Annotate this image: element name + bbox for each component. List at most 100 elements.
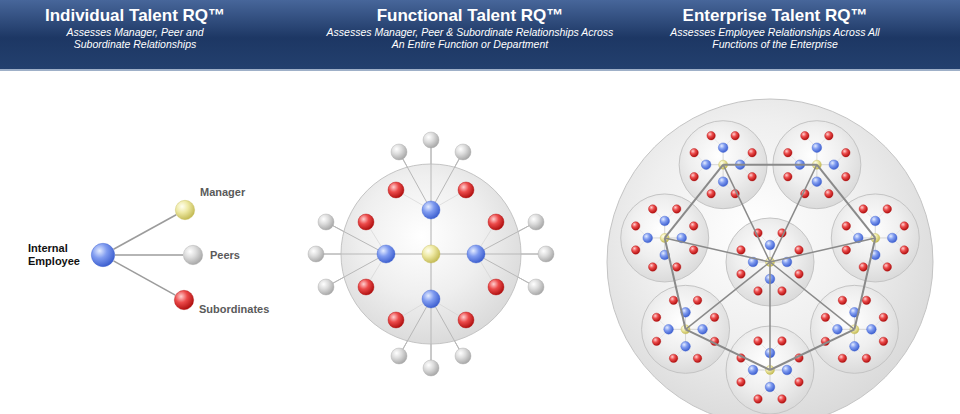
link-line [686, 329, 770, 370]
red-ball [710, 313, 718, 321]
ball-shape [183, 245, 203, 265]
grey-ball [455, 348, 471, 364]
link-line [770, 329, 854, 370]
grey-ball [455, 144, 471, 160]
link-line [723, 164, 817, 166]
link-line [431, 299, 463, 356]
link-line [399, 152, 431, 210]
role-ball: Peers [183, 245, 203, 265]
link-line [770, 238, 875, 262]
blue-ball [660, 216, 670, 226]
yellow-ball [175, 200, 194, 219]
red-ball [879, 313, 887, 321]
red-ball [879, 337, 887, 345]
blue-ball [833, 325, 843, 335]
role-label: Manager [200, 186, 245, 199]
role-label: Subordinates [199, 303, 269, 316]
link-line [770, 165, 817, 262]
link-line [476, 254, 536, 287]
role-ball: Subordinates [174, 290, 194, 310]
grey-ball [183, 245, 202, 264]
red-ball [842, 148, 850, 156]
blue-ball [643, 233, 653, 243]
red-ball [458, 182, 474, 198]
enterprise-links [665, 165, 876, 370]
link-line [431, 152, 463, 210]
red-ball [737, 246, 745, 254]
section-title: Individual Talent RQ™ [5, 5, 265, 26]
red-ball [669, 296, 677, 304]
blue-ball [850, 342, 860, 352]
link-line [665, 238, 770, 262]
header-section: Enterprise Talent RQ™Assesses Employee R… [625, 5, 925, 50]
red-ball [693, 296, 701, 304]
red-ball [652, 337, 660, 345]
group-disc [607, 99, 933, 414]
link-line [817, 165, 875, 238]
blue-ball [422, 201, 440, 219]
red-ball [842, 222, 850, 230]
red-ball [859, 205, 867, 213]
link-line [326, 254, 386, 287]
section-subtitle: Assesses Manager, Peer and Subordinate R… [48, 26, 223, 50]
red-ball [669, 354, 677, 362]
link-line [399, 299, 431, 356]
link-line [686, 262, 770, 329]
red-ball [707, 131, 715, 139]
role-ball: Manager [175, 200, 195, 220]
link-line [431, 299, 432, 368]
red-ball [784, 172, 792, 180]
red-ball [731, 131, 739, 139]
yellow-ball [422, 245, 440, 263]
role-ball: Internal Employee [91, 243, 115, 267]
red-ball [784, 148, 792, 156]
blue-ball [812, 177, 822, 187]
role-label: Peers [210, 249, 240, 262]
red-ball [842, 246, 850, 254]
blue-ball [701, 160, 711, 170]
blue-ball [870, 216, 880, 226]
blue-ball [867, 325, 877, 335]
red-ball [801, 131, 809, 139]
red-ball [883, 263, 891, 271]
header-section: Functional Talent RQ™Assesses Manager, P… [310, 5, 630, 50]
grey-ball [423, 360, 439, 376]
red-ball [649, 205, 657, 213]
enterprise-illustration [607, 99, 933, 414]
blue-ball [718, 177, 728, 187]
blue-ball [887, 233, 897, 243]
red-ball [458, 312, 474, 328]
red-ball [778, 395, 786, 403]
link-line [431, 140, 432, 210]
red-ball [737, 270, 745, 278]
red-ball [825, 189, 833, 197]
relationship-line [115, 254, 183, 256]
red-ball [693, 354, 701, 362]
link-line [476, 222, 536, 254]
red-ball [737, 378, 745, 386]
grey-ball [528, 279, 544, 295]
header-section: Individual Talent RQ™Assesses Manager, P… [5, 5, 265, 50]
red-ball [900, 222, 908, 230]
red-ball [859, 263, 867, 271]
blue-ball [765, 240, 775, 250]
link-line [665, 238, 686, 329]
blue-ball [422, 290, 440, 308]
red-ball [673, 205, 681, 213]
grey-ball [391, 144, 407, 160]
red-ball [388, 312, 404, 328]
red-ball [673, 263, 681, 271]
blue-ball [681, 342, 691, 352]
grey-ball [528, 214, 544, 230]
red-ball [795, 378, 803, 386]
red-ball [388, 182, 404, 198]
section-subtitle: Assesses Employee Relationships Across A… [668, 26, 883, 50]
red-ball [488, 279, 504, 295]
red-ball [358, 214, 374, 230]
grey-ball [538, 246, 554, 262]
red-ball [748, 172, 756, 180]
red-ball [754, 287, 762, 295]
link-line [770, 262, 854, 329]
